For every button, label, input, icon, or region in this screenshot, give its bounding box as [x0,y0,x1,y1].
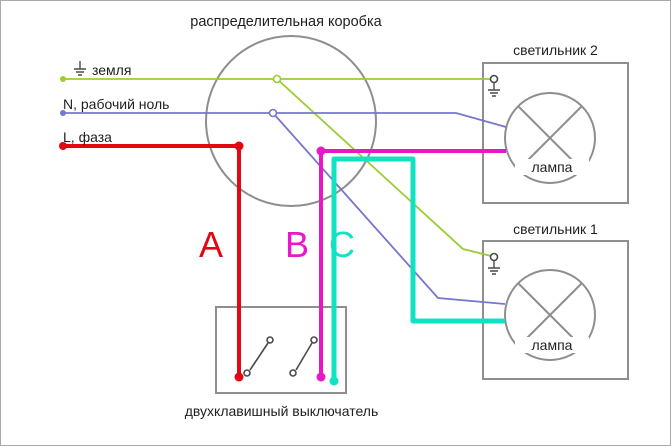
switch-contact [266,336,274,344]
ground-wire-branch [276,78,492,257]
wire-c [331,156,505,381]
fixture-1-ground-terminal [489,252,499,262]
fixture-1-box [482,240,629,380]
fixture-2-lamp-circle [504,92,596,184]
wire-b-terminal-dots [316,146,326,382]
fixture-1-lamp-cross [517,282,583,348]
ground-junction-terminal [272,74,282,84]
fixture-1-label: светильник 1 [513,221,598,237]
terminal-dot [316,146,326,156]
earth-ground-icon [487,259,501,275]
fixture-1-lamp-circle [504,269,596,361]
page-title: распределительная коробка [190,14,382,30]
outline-shapes [205,35,629,394]
wire-b-letter: B [285,224,309,265]
terminal-dot [234,141,244,151]
terminal-dot [329,376,339,386]
neutral-wire-group [63,112,507,305]
wire-c-letter: C [329,224,355,265]
ground-label: земля [92,62,132,78]
fixture-2-ground-terminal [489,74,499,84]
fixture-1-lamp-label: лампа [515,337,589,354]
terminal-dot [234,372,244,382]
junction-terminals [268,74,499,262]
ground-start-dot [60,76,66,82]
distribution-box-circle [205,35,377,207]
wire-letters: A B C [199,224,355,265]
neutral-wire-main [63,112,507,128]
phase-label: L, фаза [63,129,112,145]
earth-ground-icon [73,60,87,76]
switch-box [215,306,347,394]
wire-c-terminal-dots [329,376,339,386]
switch-contacts [243,336,318,377]
terminal-dot [60,76,66,82]
wire-a-letter: A [199,224,223,265]
phase-terminal-dots [59,141,244,382]
neutral-start-dot [60,110,66,116]
fixture-2-label: светильник 2 [513,42,598,58]
neutral-wire-branch [272,112,506,305]
switch-contact [310,336,318,344]
switch-blade [295,342,313,371]
neutral-label: N, рабочий ноль [63,96,170,112]
fixture-2-box [482,62,629,204]
earth-ground-icon [487,81,501,97]
neutral-junction-terminal [268,108,278,118]
switch-label: двухклавишный выключатель [184,403,379,419]
terminal-dot [59,142,67,150]
terminal-dot [316,372,326,382]
wire-c-group [331,156,505,381]
switch-blade [249,342,269,371]
switch-contact [243,369,251,377]
switch-contact [289,369,297,377]
terminal-dot [60,110,66,116]
fixture-2-lamp-label: лампа [515,159,589,176]
